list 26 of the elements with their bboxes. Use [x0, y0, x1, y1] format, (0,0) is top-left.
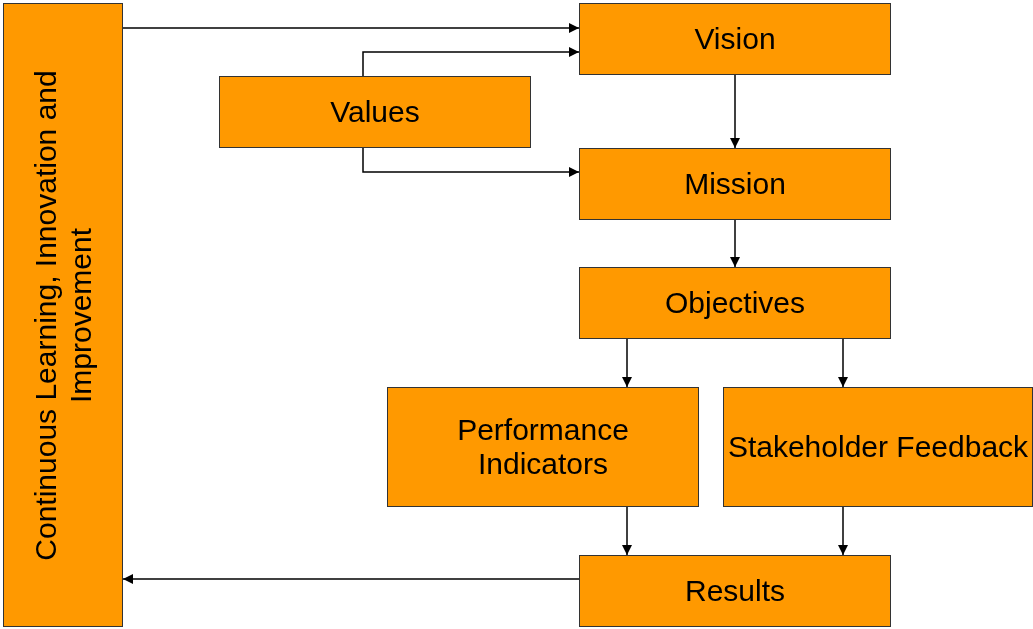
- box-label: Continuous Learning, Innovation and Improvement: [28, 68, 98, 563]
- box-label: Values: [330, 94, 420, 130]
- arrow: [362, 147, 580, 177]
- process-box: [219, 76, 531, 148]
- box-label: Performance Indicators: [456, 412, 630, 482]
- process-box: [3, 3, 123, 627]
- process-box: [579, 148, 891, 220]
- process-box: [579, 267, 891, 339]
- process-box: [723, 387, 1033, 507]
- arrow: [838, 506, 848, 556]
- arrow: [838, 338, 848, 388]
- process-box: [579, 3, 891, 75]
- box-label: Vision: [694, 21, 776, 57]
- arrow: [730, 74, 740, 149]
- arrow: [362, 47, 580, 77]
- process-box: [579, 555, 891, 627]
- box-label: Mission: [684, 166, 786, 202]
- box-label: Stakeholder Feedback: [727, 429, 1029, 465]
- box-label: Objectives: [664, 285, 806, 321]
- arrow: [122, 574, 580, 584]
- arrow: [122, 23, 580, 33]
- arrow: [622, 506, 632, 556]
- process-box: [387, 387, 699, 507]
- arrow: [622, 338, 632, 388]
- box-label: Results: [684, 573, 785, 609]
- arrow: [730, 219, 740, 268]
